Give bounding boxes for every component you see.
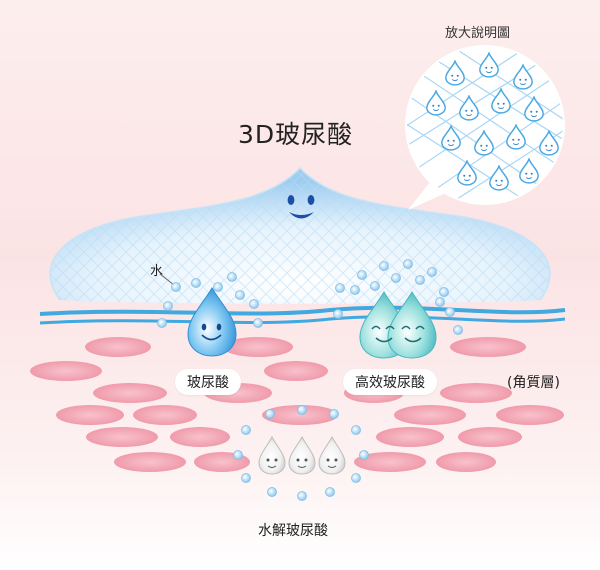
- hydrolyzed-droplet-icons: [258, 435, 346, 475]
- skin-cell: [86, 427, 158, 447]
- skin-cell: [394, 405, 466, 425]
- zoom-bubble: [405, 45, 565, 210]
- skin-cell: [496, 405, 564, 425]
- diagram-title: 3D玻尿酸: [238, 120, 354, 149]
- water-pointer-line: [159, 273, 175, 286]
- skin-cell: [264, 361, 328, 381]
- skin-cell: [114, 452, 186, 472]
- skin-cell: [85, 337, 151, 357]
- gray-droplet-icon: [288, 435, 316, 475]
- stratum-corneum-label: (角質層): [507, 375, 560, 391]
- gray-droplet-icon: [318, 435, 346, 475]
- skin-cell: [262, 405, 338, 425]
- skin-cell: [223, 337, 293, 357]
- skin-cell: [56, 405, 124, 425]
- hyaluronic-acid-label: 玻尿酸: [175, 369, 241, 395]
- film-face-icon: [287, 195, 315, 219]
- high-efficiency-label: 高效玻尿酸: [343, 369, 437, 395]
- skin-cell: [354, 452, 426, 472]
- skin-cell: [440, 383, 512, 403]
- water-label: 水: [150, 264, 164, 279]
- skin-cell: [458, 427, 522, 447]
- zoomed-mesh: [407, 47, 563, 203]
- skin-cell: [450, 337, 526, 357]
- skin-surface-line: [39, 305, 566, 325]
- high-efficiency-droplet-icon: [359, 291, 437, 359]
- zoom-label: 放大說明圖: [445, 26, 511, 41]
- skin-cell: [376, 427, 444, 447]
- hyaluronic-acid-droplet-icon: [187, 287, 237, 357]
- water-bubbles: [157, 259, 463, 501]
- hydrolyzed-label: 水解玻尿酸: [258, 523, 328, 539]
- skin-cell: [133, 405, 197, 425]
- skin-cell: [170, 427, 230, 447]
- skin-cell: [436, 452, 496, 472]
- skin-cell: [30, 361, 102, 381]
- skin-cell: [93, 383, 167, 403]
- gray-droplet-icon: [258, 435, 286, 475]
